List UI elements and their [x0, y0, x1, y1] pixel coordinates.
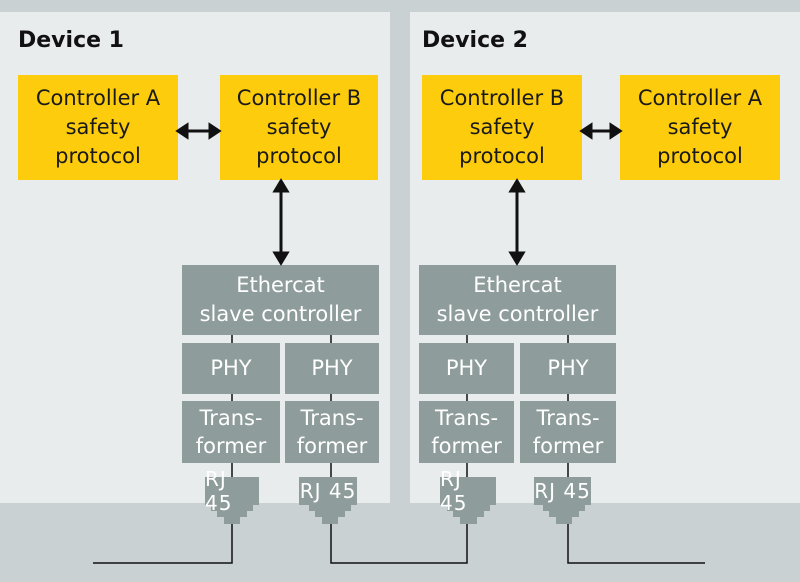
device-2-ethercat-slave-controller: Ethercat slave controller — [419, 265, 616, 335]
arrowhead — [272, 178, 290, 193]
device-1-controller-a: Controller A safety protocol — [18, 75, 178, 180]
cable-right-out — [567, 524, 705, 564]
arrowhead — [609, 122, 623, 140]
device-2-rj45-2-label: RJ 45 — [534, 477, 591, 505]
device-2-controller-b: Controller B safety protocol — [422, 75, 582, 180]
arrowhead — [579, 122, 593, 140]
device-2-rj45-1-label: RJ 45 — [440, 467, 496, 515]
arrowhead — [208, 122, 222, 140]
device-1-phy-1: PHY — [182, 343, 280, 394]
device-1-rj45-2-label: RJ 45 — [299, 477, 357, 505]
arrowhead — [272, 251, 290, 266]
device-1-controller-b: Controller B safety protocol — [220, 75, 378, 180]
device-1-transformer-2: Trans- former — [285, 401, 379, 463]
device-2-transformer-2: Trans- former — [520, 401, 616, 463]
device-2-title: Device 2 — [422, 28, 528, 53]
device-2-transformer-1: Trans- former — [419, 401, 514, 463]
device-2-phy-2: PHY — [520, 343, 616, 394]
device-2-phy-1: PHY — [419, 343, 514, 394]
device-1-ethercat-slave-controller: Ethercat slave controller — [182, 265, 379, 335]
device-1-phy-2: PHY — [285, 343, 379, 394]
cable-left-in — [93, 524, 233, 564]
device-1-transformer-1: Trans- former — [182, 401, 280, 463]
device-1-title: Device 1 — [18, 28, 124, 53]
device-1-rj45-1-label: RJ 45 — [205, 467, 259, 515]
arrowhead — [508, 178, 526, 193]
arrowhead — [508, 251, 526, 266]
device-2-controller-a: Controller A safety protocol — [620, 75, 780, 180]
cable-device1-to-device2 — [330, 524, 468, 564]
arrowhead — [175, 122, 189, 140]
